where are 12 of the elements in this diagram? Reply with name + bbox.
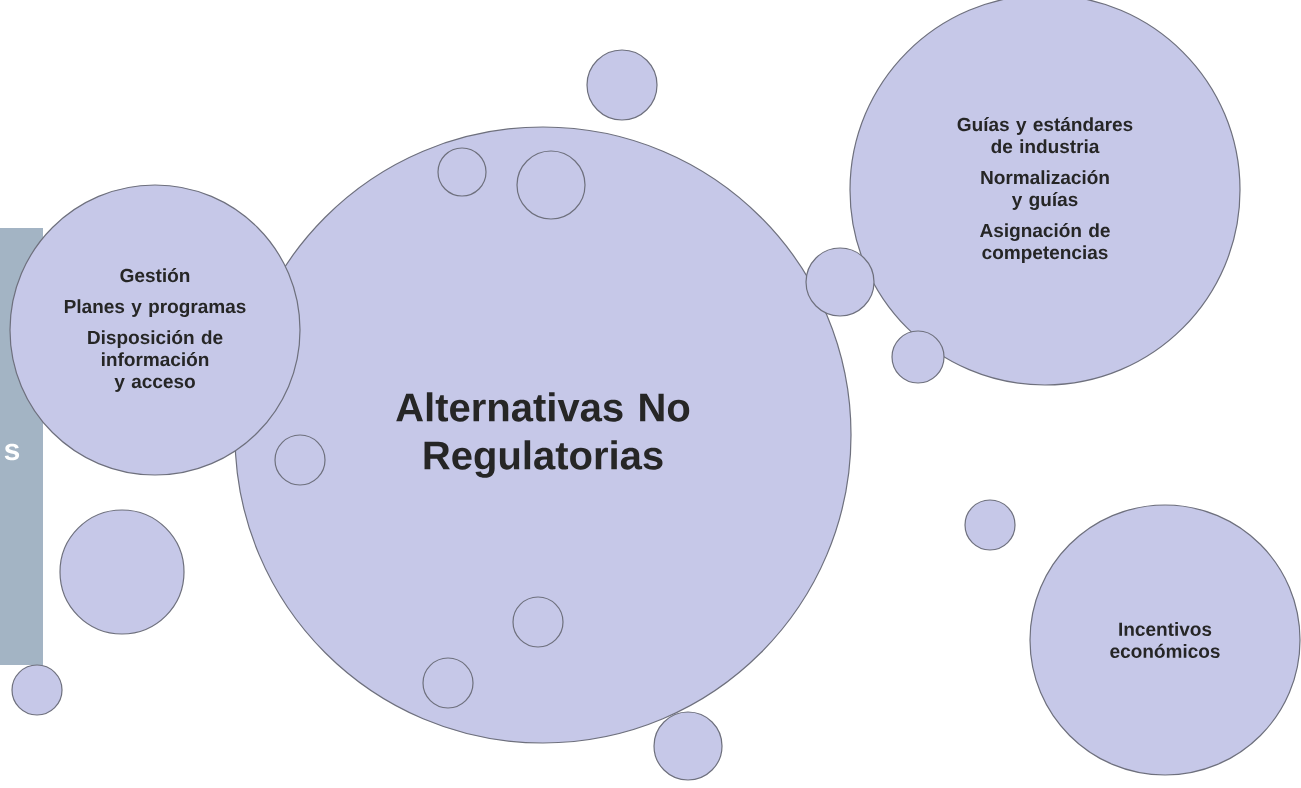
circle <box>586 49 658 121</box>
circle <box>891 330 945 384</box>
circle <box>274 434 326 486</box>
circle <box>805 247 875 317</box>
circle <box>437 147 487 197</box>
circle <box>516 150 586 220</box>
circle <box>653 711 723 781</box>
circle <box>11 664 63 716</box>
circle <box>512 596 564 648</box>
circle <box>422 657 474 709</box>
circle <box>964 499 1016 551</box>
circle <box>59 509 185 635</box>
